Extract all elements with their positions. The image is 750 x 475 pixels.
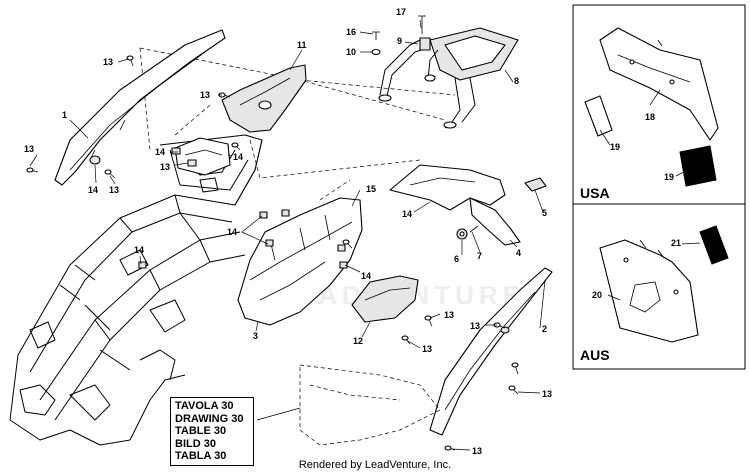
part-19-reflectors xyxy=(584,95,717,187)
ref-line-de: BILD 30 xyxy=(175,437,216,450)
callout-12: 12 xyxy=(353,336,363,346)
callout-14: 14 xyxy=(361,271,371,281)
callout-19: 19 xyxy=(664,172,674,182)
callout-13: 13 xyxy=(24,144,34,154)
callout-16: 16 xyxy=(346,27,356,37)
callout-14: 14 xyxy=(402,209,412,219)
callout-8: 8 xyxy=(514,76,519,86)
part-14-seat-base xyxy=(138,137,231,269)
callout-numbers: 13 1 13 14 13 13 11 16 10 17 9 8 14 14 1… xyxy=(24,7,681,456)
callout-4: 4 xyxy=(516,248,521,258)
callout-11: 11 xyxy=(297,40,307,50)
callout-21: 21 xyxy=(671,238,681,248)
part-3-rear-fender xyxy=(237,197,363,326)
part-1-left-trim xyxy=(54,29,226,186)
callout-13: 13 xyxy=(472,446,482,456)
callout-13: 13 xyxy=(422,344,432,354)
callout-14: 14 xyxy=(134,245,144,255)
callout-13: 13 xyxy=(103,57,113,67)
part-20-aus-plate-holder xyxy=(599,239,699,343)
callout-2: 2 xyxy=(542,324,547,334)
callout-14: 14 xyxy=(233,152,243,162)
part-11-tail-cover xyxy=(221,64,307,133)
callout-19: 19 xyxy=(610,142,620,152)
callout-13: 13 xyxy=(160,162,170,172)
callout-13: 13 xyxy=(470,321,480,331)
callout-10: 10 xyxy=(346,47,356,57)
ref-line-en-drawing: DRAWING 30 xyxy=(175,412,244,425)
callout-13: 13 xyxy=(200,90,210,100)
part-2-right-trim xyxy=(429,267,553,436)
part-21-aus-reflector xyxy=(699,225,729,265)
region-label-usa: USA xyxy=(580,185,610,201)
callout-18: 18 xyxy=(645,112,655,122)
lower-fairing xyxy=(299,364,441,446)
callout-7: 7 xyxy=(477,251,482,261)
ref-line-es: TABLA 30 xyxy=(175,450,227,462)
callout-1: 1 xyxy=(62,110,67,120)
callout-17: 17 xyxy=(396,7,406,17)
callout-14: 14 xyxy=(227,227,237,237)
callout-3: 3 xyxy=(253,331,258,341)
callout-15: 15 xyxy=(366,184,376,194)
region-panel xyxy=(572,4,746,370)
leader-lines xyxy=(29,19,701,451)
callout-5: 5 xyxy=(542,208,547,218)
callout-6: 6 xyxy=(454,254,459,264)
ref-line-fr: TABLE 30 xyxy=(175,425,227,437)
callout-9: 9 xyxy=(397,36,402,46)
callout-13: 13 xyxy=(444,310,454,320)
drawing-reference-box: TAVOLA 30 DRAWING 30 TABLE 30 BILD 30 TA… xyxy=(170,397,254,466)
ref-line-it: TAVOLA 30 xyxy=(175,400,234,412)
callout-13: 13 xyxy=(542,389,552,399)
part-18-usa-plate-holder xyxy=(599,27,719,141)
callout-20: 20 xyxy=(592,290,602,300)
callout-14: 14 xyxy=(155,147,165,157)
callout-14: 14 xyxy=(88,185,98,195)
callout-13: 13 xyxy=(109,185,119,195)
region-label-aus: AUS xyxy=(580,347,610,363)
footer-credit: Rendered by LeadVenture, Inc. xyxy=(298,459,452,471)
part-4-license-bracket xyxy=(389,164,547,246)
part-12-cover xyxy=(351,275,419,323)
bolts xyxy=(26,55,519,451)
part-8-rear-rack xyxy=(371,15,519,129)
